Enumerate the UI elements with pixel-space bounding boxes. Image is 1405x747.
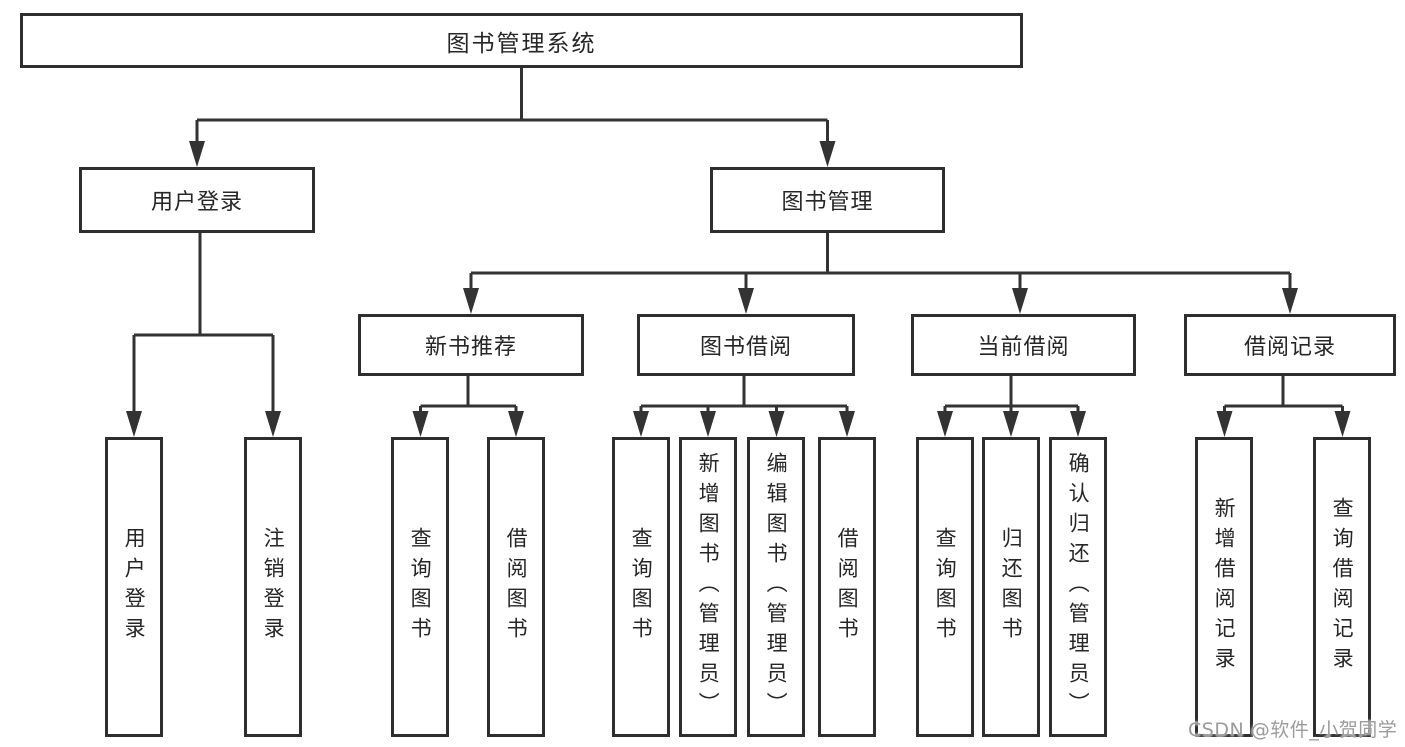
leaf-confirm-return-admin: 确认归还（管理员）: [1049, 437, 1107, 737]
node-new-book-recommend: 新书推荐: [358, 314, 584, 376]
leaf-logout-label: 注销登录: [261, 527, 286, 647]
leaf-borrow-query-books: 查询图书: [612, 437, 670, 737]
node-book-borrow: 图书借阅: [637, 314, 855, 376]
leaf-borrow-query-books-label: 查询图书: [629, 527, 654, 647]
leaf-borrow-books-label: 借阅图书: [835, 527, 860, 647]
leaf-borrow-books: 借阅图书: [818, 437, 876, 737]
node-borrow-records: 借阅记录: [1184, 314, 1396, 376]
node-book-borrow-label: 图书借阅: [699, 335, 792, 360]
leaf-current-query-books-label: 查询图书: [933, 527, 958, 647]
watermark-text: CSDN @软件_小贺同学: [1188, 719, 1398, 741]
leaf-query-borrow-record-label: 查询借阅记录: [1330, 497, 1355, 677]
leaf-logout: 注销登录: [244, 437, 302, 737]
leaf-add-books-admin: 新增图书（管理员）: [679, 437, 737, 737]
leaf-recommend-query-books: 查询图书: [391, 437, 449, 737]
leaf-recommend-query-books-label: 查询图书: [408, 527, 433, 647]
leaf-return-books-label: 归还图书: [999, 527, 1024, 647]
node-book-management: 图书管理: [710, 167, 945, 233]
leaf-add-borrow-record: 新增借阅记录: [1195, 437, 1253, 737]
leaf-current-query-books: 查询图书: [916, 437, 974, 737]
node-system-root: 图书管理系统: [20, 13, 1023, 68]
node-borrow-records-label: 借阅记录: [1243, 335, 1336, 360]
leaf-edit-books-admin-label: 编辑图书（管理员）: [764, 452, 789, 722]
node-system-root-label: 图书管理系统: [446, 30, 597, 57]
node-current-borrow: 当前借阅: [911, 314, 1136, 376]
leaf-edit-books-admin: 编辑图书（管理员）: [747, 437, 805, 737]
leaf-user-login: 用户登录: [105, 437, 163, 737]
leaf-query-borrow-record: 查询借阅记录: [1313, 437, 1371, 737]
arrowhead-group: [126, 141, 1351, 437]
leaf-return-books: 归还图书: [982, 437, 1040, 737]
node-user-login-label: 用户登录: [150, 190, 243, 215]
leaf-user-login-label: 用户登录: [122, 527, 147, 647]
leaf-add-borrow-record-label: 新增借阅记录: [1212, 497, 1237, 677]
leaf-add-books-admin-label: 新增图书（管理员）: [696, 452, 721, 722]
node-new-book-recommend-label: 新书推荐: [424, 335, 517, 360]
leaf-recommend-borrow-books-label: 借阅图书: [504, 527, 529, 647]
leaf-confirm-return-admin-label: 确认归还（管理员）: [1066, 452, 1091, 722]
leaf-recommend-borrow-books: 借阅图书: [487, 437, 545, 737]
node-book-management-label: 图书管理: [781, 190, 874, 215]
node-user-login: 用户登录: [79, 167, 315, 233]
node-current-borrow-label: 当前借阅: [977, 335, 1070, 360]
